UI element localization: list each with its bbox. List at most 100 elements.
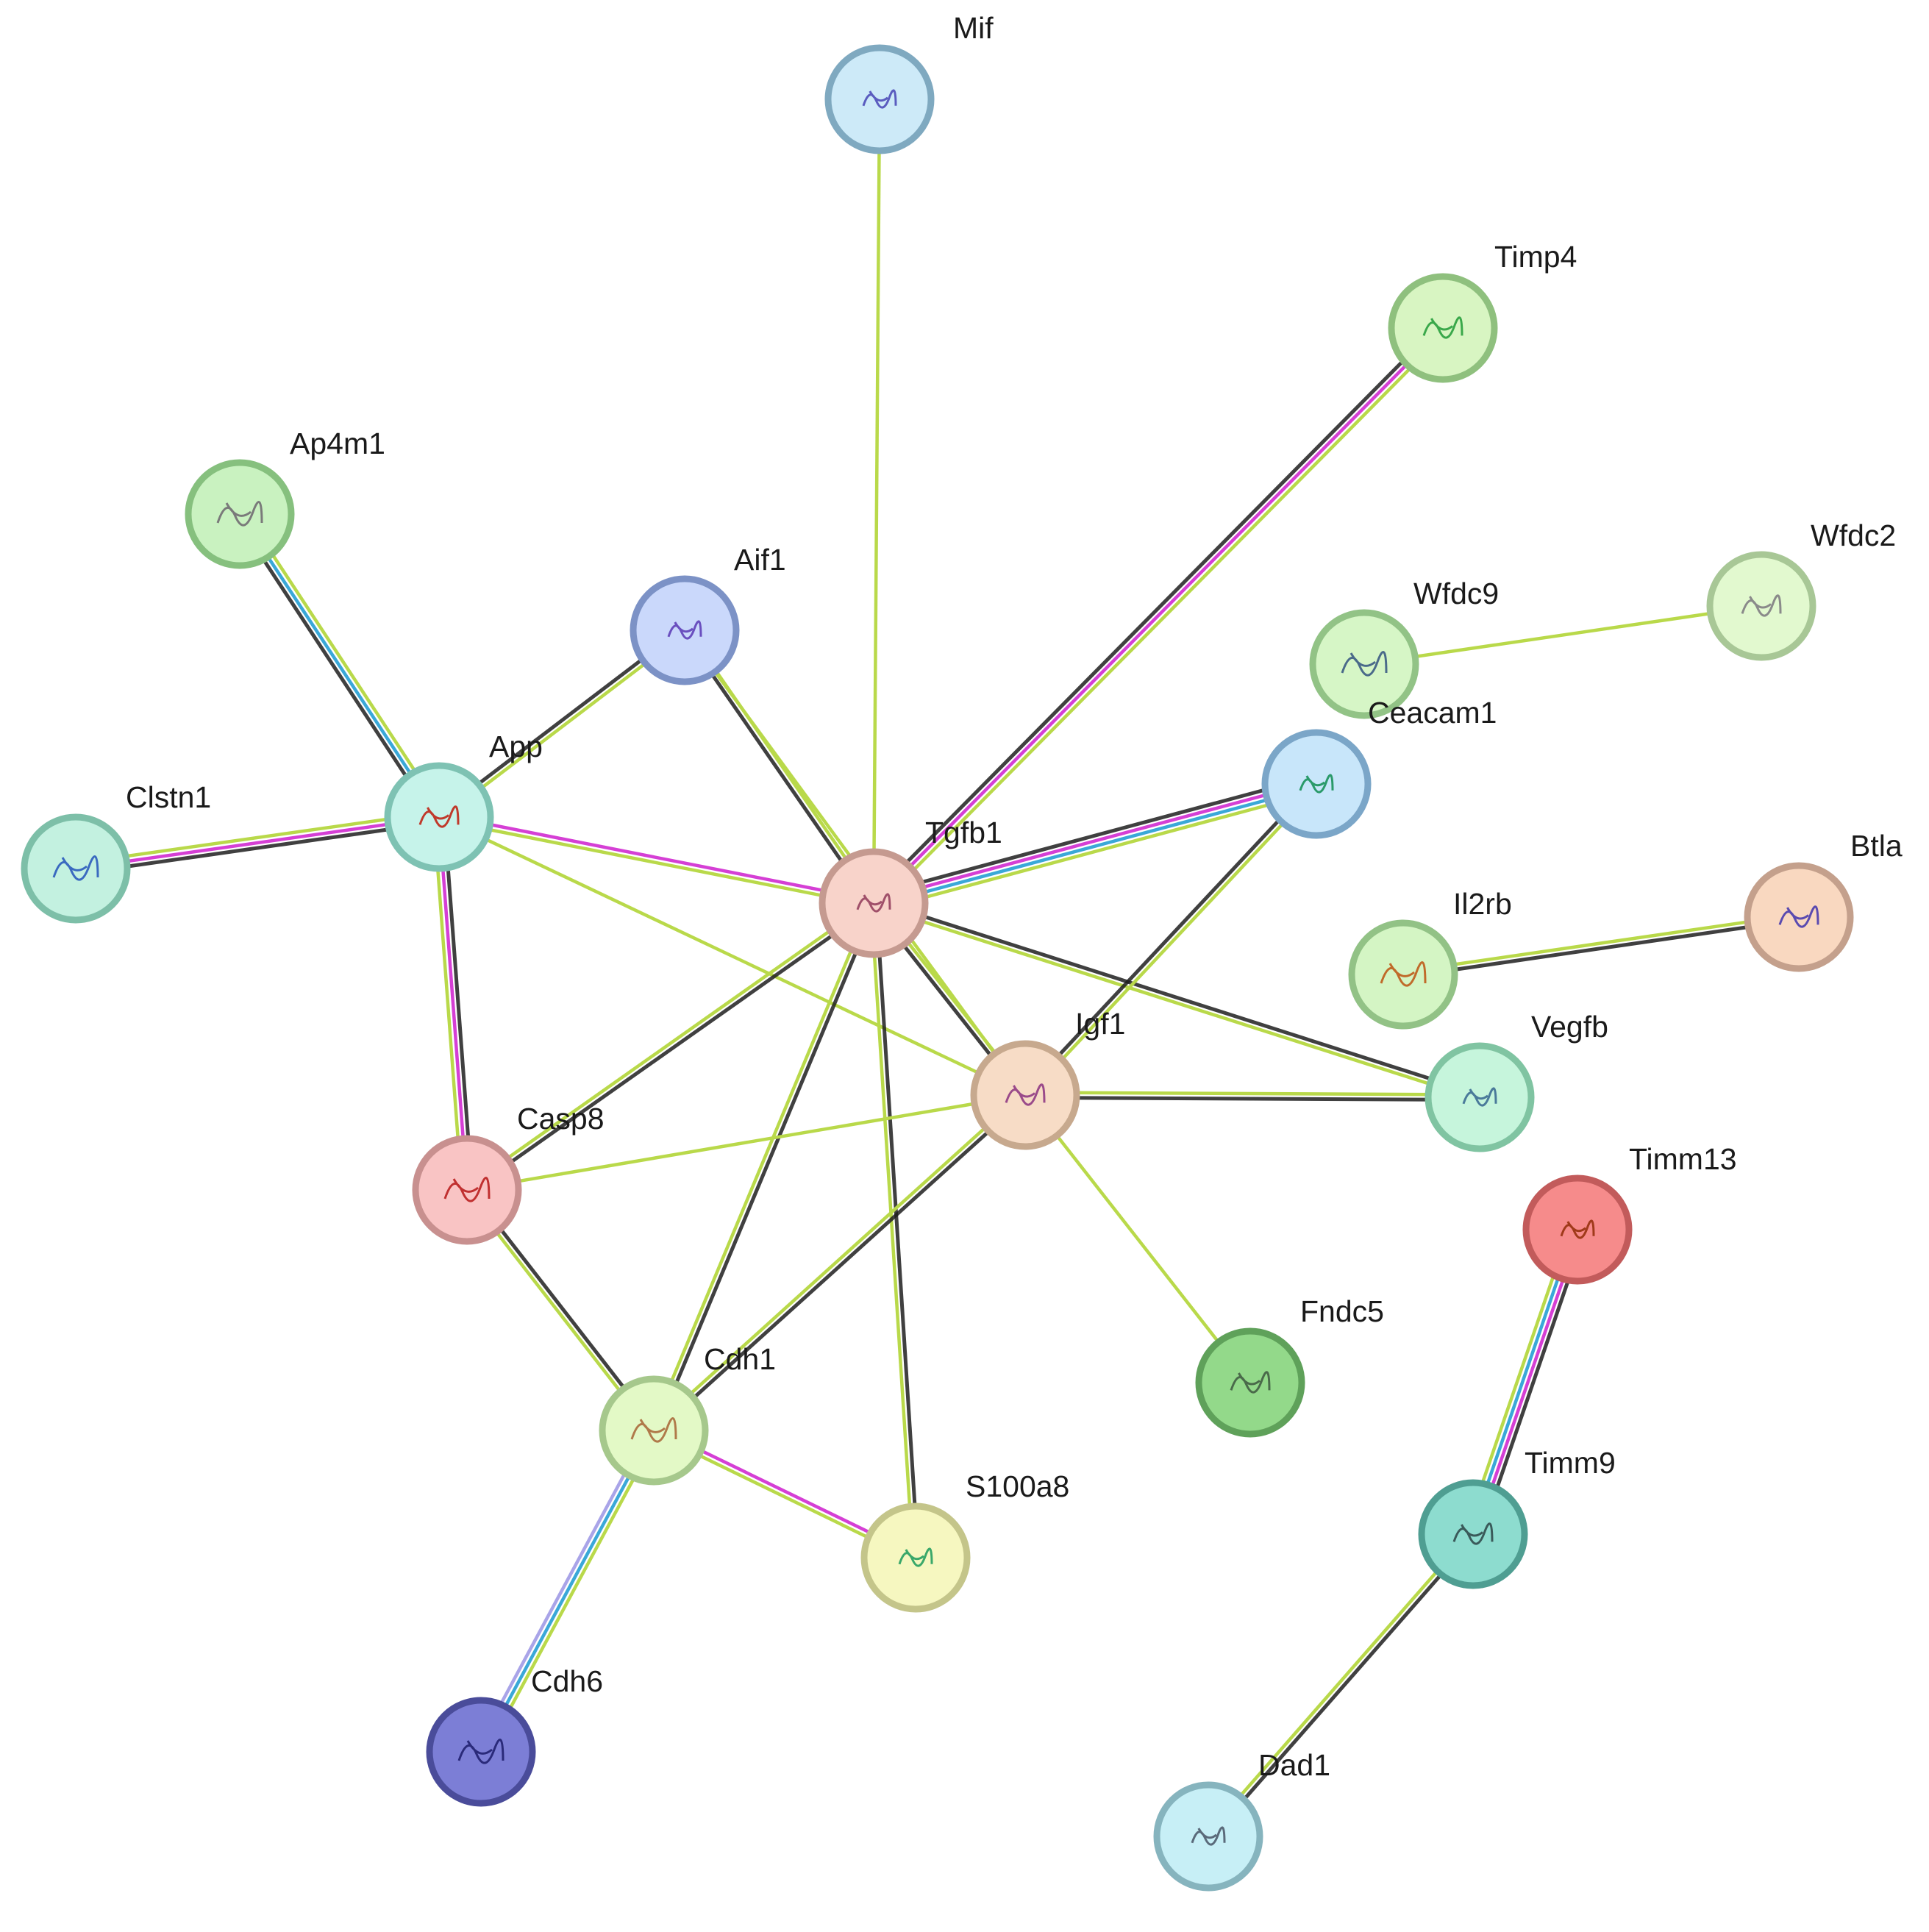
edge-igf1-vegfb[interactable] xyxy=(1024,1091,1480,1102)
edge-igf1-casp8[interactable] xyxy=(466,1093,1026,1192)
edge-il2rb-btla[interactable] xyxy=(1402,913,1800,979)
node-timp4[interactable]: Timp4 xyxy=(1388,240,1577,383)
node-circle[interactable] xyxy=(1522,1174,1633,1285)
protein-structure-icon xyxy=(856,893,891,913)
edge-line-textmining xyxy=(1025,784,1320,1098)
node-circle[interactable] xyxy=(824,44,935,154)
edge-line-experiments xyxy=(75,815,440,871)
node-circle[interactable] xyxy=(384,762,494,872)
node-app[interactable]: App xyxy=(384,730,543,872)
edge-line-textmining xyxy=(438,818,874,908)
node-igf1[interactable]: Igf1 xyxy=(970,1007,1125,1150)
node-circle[interactable] xyxy=(1309,609,1419,719)
node-circle[interactable] xyxy=(1744,862,1854,972)
edge-line-textmining xyxy=(872,904,1480,1102)
edge-wfdc9-wfdc2[interactable] xyxy=(1363,604,1762,666)
node-fndc5[interactable]: Fndc5 xyxy=(1195,1294,1384,1438)
node-circle[interactable] xyxy=(412,1135,522,1245)
node-circle[interactable] xyxy=(1425,1042,1535,1152)
node-label: Ap4m1 xyxy=(290,427,385,460)
edge-line-coexpression xyxy=(234,516,437,821)
node-cdh6[interactable]: Cdh6 xyxy=(426,1664,603,1807)
edge-line-coexpression xyxy=(654,1095,1029,1434)
node-label: Dad1 xyxy=(1258,1748,1330,1782)
node-label: Aif1 xyxy=(734,543,786,577)
edge-line-coexpression xyxy=(874,899,1481,1097)
node-vegfb[interactable]: Vegfb xyxy=(1425,1010,1608,1152)
edge-timp4-tgfb1[interactable] xyxy=(869,323,1448,908)
edge-mif-tgfb1[interactable] xyxy=(871,99,882,904)
node-casp8[interactable]: Casp8 xyxy=(412,1102,605,1245)
node-il2rb[interactable]: Il2rb xyxy=(1348,887,1512,1030)
node-circle[interactable] xyxy=(1261,729,1372,839)
edge-app-igf1[interactable] xyxy=(438,815,1026,1097)
node-aif1[interactable]: Aif1 xyxy=(630,543,786,685)
protein-structure-icon xyxy=(1191,1826,1226,1846)
node-circle[interactable] xyxy=(630,575,740,685)
node-circle[interactable] xyxy=(426,1697,536,1807)
edge-line-coexpression xyxy=(1024,1096,1480,1102)
node-label: Fndc5 xyxy=(1300,1294,1384,1328)
node-wfdc2[interactable]: Wfdc2 xyxy=(1706,518,1896,661)
edge-clstn1-app[interactable] xyxy=(74,810,441,876)
node-circle[interactable] xyxy=(21,813,131,924)
edge-line-coexpression xyxy=(869,323,1441,901)
protein-structure-icon xyxy=(457,1739,504,1764)
protein-structure-icon xyxy=(1299,774,1334,794)
node-dad1[interactable]: Dad1 xyxy=(1153,1748,1330,1892)
node-cdh1[interactable]: Cdh1 xyxy=(599,1342,776,1486)
edge-line-homology xyxy=(474,1427,651,1750)
node-clstn1[interactable]: Clstn1 xyxy=(21,780,211,924)
protein-structure-icon xyxy=(1005,1083,1046,1106)
node-wfdc9[interactable]: Wfdc9 xyxy=(1309,577,1499,719)
node-circle[interactable] xyxy=(185,459,295,569)
node-circle[interactable] xyxy=(1418,1479,1528,1589)
node-circle[interactable] xyxy=(1348,919,1458,1030)
edge-tgfb1-vegfb[interactable] xyxy=(872,899,1481,1102)
edge-igf1-cdh1[interactable] xyxy=(651,1091,1029,1434)
edge-app-tgfb1[interactable] xyxy=(438,813,875,908)
node-ceacam1[interactable]: Ceacam1 xyxy=(1261,696,1497,839)
node-circle[interactable] xyxy=(819,848,929,958)
edge-line-coexpression xyxy=(871,774,1315,898)
node-timm9[interactable]: Timm9 xyxy=(1418,1446,1616,1589)
edge-app-casp8[interactable] xyxy=(432,816,474,1191)
edge-tgfb1-ceacam1[interactable] xyxy=(871,774,1319,913)
edge-line-textmining xyxy=(1205,1531,1473,1836)
edge-line-databases xyxy=(479,1429,655,1753)
node-label: Timm13 xyxy=(1629,1142,1737,1176)
node-label: Ceacam1 xyxy=(1368,696,1497,730)
edge-timm9-dad1[interactable] xyxy=(1205,1531,1477,1839)
protein-structure-icon xyxy=(1560,1219,1595,1239)
node-mif[interactable]: Mif xyxy=(824,11,994,154)
protein-structure-icon xyxy=(898,1547,933,1567)
edge-line-coexpression xyxy=(1021,780,1316,1095)
node-circle[interactable] xyxy=(1153,1781,1263,1892)
protein-structure-icon xyxy=(443,1177,491,1202)
node-s100a8[interactable]: S100a8 xyxy=(860,1469,1069,1613)
node-label: App xyxy=(489,730,543,763)
edge-ap4m1-app[interactable] xyxy=(234,510,445,821)
node-tgfb1[interactable]: Tgfb1 xyxy=(819,816,1002,958)
edge-line-textmining xyxy=(1025,1091,1480,1097)
node-timm13[interactable]: Timm13 xyxy=(1522,1142,1737,1285)
node-circle[interactable] xyxy=(860,1503,971,1613)
edge-tgfb1-cdh1[interactable] xyxy=(649,901,878,1433)
node-circle[interactable] xyxy=(1195,1327,1305,1438)
node-circle[interactable] xyxy=(1388,273,1498,383)
node-ap4m1[interactable]: Ap4m1 xyxy=(185,427,385,569)
edge-line-experiments xyxy=(439,813,875,902)
edge-ceacam1-igf1[interactable] xyxy=(1021,780,1320,1098)
node-btla[interactable]: Btla xyxy=(1744,829,1903,972)
edge-line-textmining xyxy=(1024,1094,1252,1384)
node-circle[interactable] xyxy=(599,1375,709,1486)
node-circle[interactable] xyxy=(1706,551,1816,661)
protein-structure-icon xyxy=(216,501,263,527)
edge-cdh1-cdh6[interactable] xyxy=(474,1427,660,1755)
protein-structure-icon xyxy=(667,620,702,640)
node-circle[interactable] xyxy=(970,1040,1080,1150)
edge-igf1-fndc5[interactable] xyxy=(1024,1094,1252,1384)
edge-tgfb1-casp8[interactable] xyxy=(464,899,877,1194)
edge-tgfb1-s100a8[interactable] xyxy=(869,902,920,1558)
